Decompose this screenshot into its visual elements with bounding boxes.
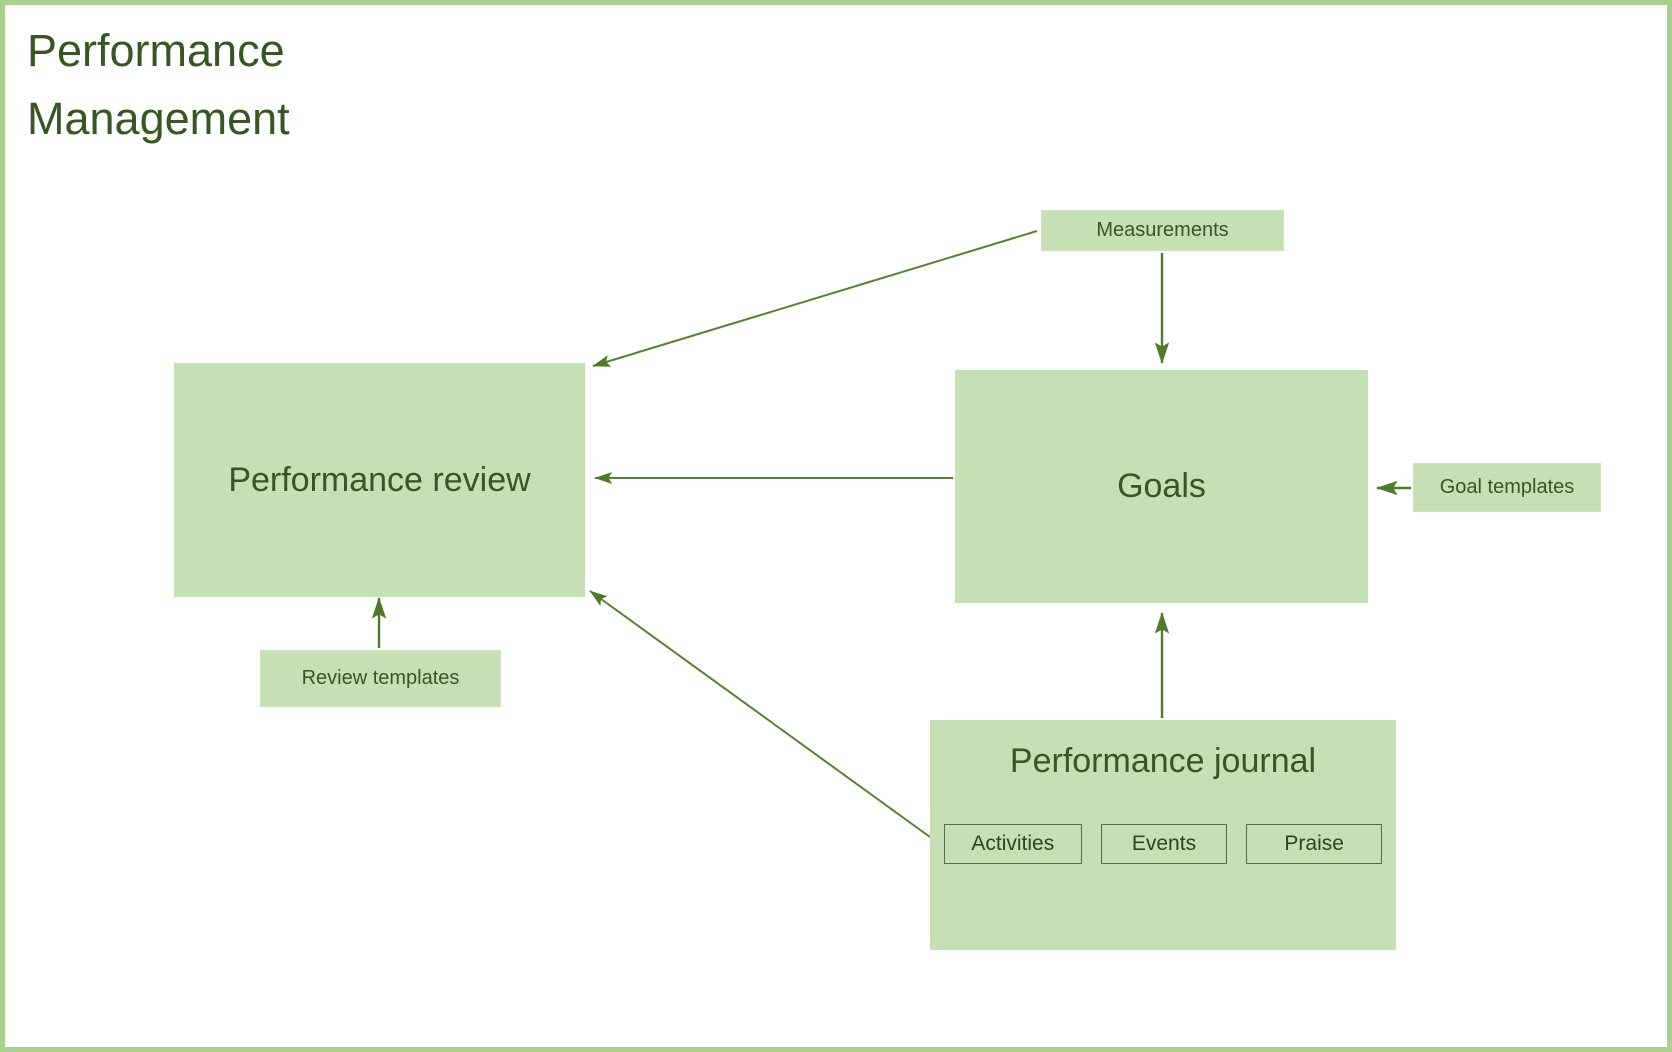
chip-praise[interactable]: Praise	[1246, 824, 1382, 864]
node-measurements[interactable]: Measurements	[1041, 210, 1284, 251]
chip-events[interactable]: Events	[1100, 824, 1228, 864]
edge-measurements-to-performance-review	[592, 230, 1038, 367]
journal-chip-group: Activities Events Praise	[944, 824, 1382, 864]
node-performance-review[interactable]: Performance review	[174, 363, 585, 597]
node-performance-journal-label: Performance journal	[1009, 742, 1317, 780]
page-title: Performance Management	[27, 25, 290, 145]
node-goals[interactable]: Goals	[955, 370, 1368, 603]
node-goal-templates[interactable]: Goal templates	[1413, 463, 1601, 512]
chip-activities[interactable]: Activities	[944, 824, 1082, 864]
node-review-templates[interactable]: Review templates	[260, 650, 501, 707]
node-performance-journal[interactable]: Performance journal Activities Events Pr…	[930, 720, 1396, 950]
edge-performance-journal-to-performance-review	[589, 590, 931, 838]
